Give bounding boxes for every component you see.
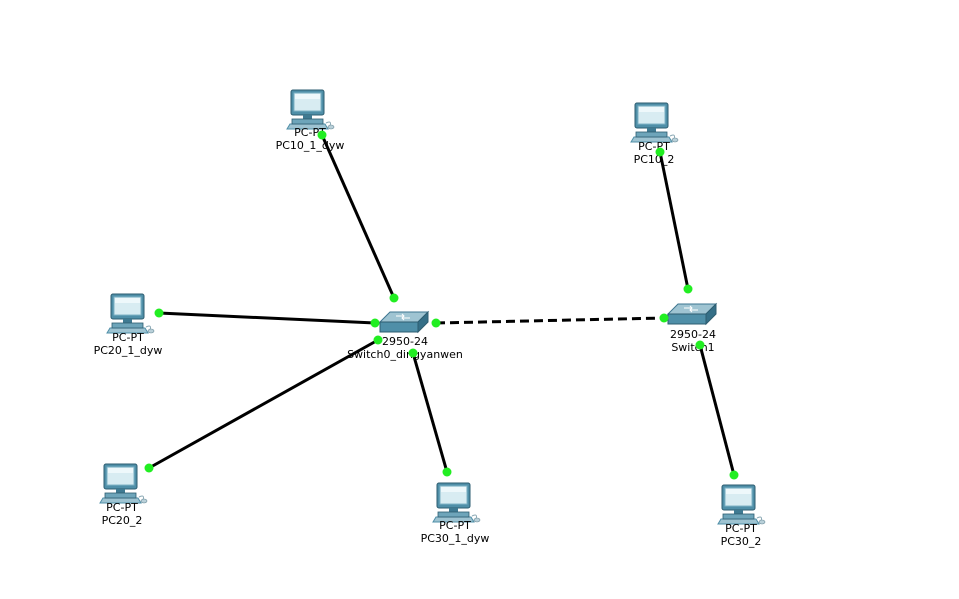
link-switch1-pc30-2[interactable]	[698, 344, 736, 476]
switch-icon	[667, 303, 717, 325]
device-type-label: 2950-24	[382, 335, 428, 348]
link-switch0-pc20-2[interactable]	[148, 338, 379, 470]
device-name-label: PC10_1_dyw	[276, 139, 345, 152]
port-light-pc10-2	[655, 147, 665, 157]
port-light-switch1-pc30-2	[695, 340, 705, 350]
links-layer	[148, 134, 736, 476]
port-light-switch0-switch1	[431, 318, 441, 328]
device-type-label: PC-PT	[112, 331, 144, 344]
switch0-device[interactable]: 2950-24 Switch0_dingyanwen	[347, 311, 463, 361]
port-light-pc20-1	[154, 308, 164, 318]
link-switch0-pc10-1[interactable]	[320, 134, 396, 299]
switch-icon	[379, 311, 429, 333]
pc10-2-device[interactable]: PC-PT PC10_2	[630, 102, 679, 166]
port-lights-layer	[144, 130, 739, 480]
device-type-label: PC-PT	[638, 140, 670, 153]
device-type-label: PC-PT	[106, 501, 138, 514]
pc20-2-device[interactable]: PC-PT PC20_2	[99, 463, 148, 527]
device-name-label: PC20_1_dyw	[94, 344, 163, 357]
pc30-2-device[interactable]: PC-PT PC30_2	[717, 484, 766, 548]
device-type-label: PC-PT	[439, 519, 471, 532]
link-switch0-pc20-1[interactable]	[158, 311, 376, 325]
port-light-switch0-pc10-1	[389, 293, 399, 303]
pc-icon	[99, 463, 148, 504]
port-light-switch1-switch0	[659, 313, 669, 323]
port-light-switch1-pc10-2	[683, 284, 693, 294]
port-light-switch0-pc20-1	[370, 318, 380, 328]
port-light-pc30-2	[729, 470, 739, 480]
port-light-pc20-2	[144, 463, 154, 473]
port-light-pc30-1	[442, 467, 452, 477]
device-name-label: PC20_2	[102, 514, 143, 527]
device-type-label: PC-PT	[725, 522, 757, 535]
port-light-pc10-1	[317, 130, 327, 140]
link-switch0-switch1[interactable]	[435, 316, 665, 325]
pc-icon	[106, 293, 155, 334]
pc10-1-device[interactable]: PC-PT PC10_1_dyw	[276, 89, 345, 152]
link-switch0-pc30-1[interactable]	[411, 352, 449, 473]
device-name-label: Switch1	[671, 341, 714, 354]
port-light-switch0-pc20-2	[373, 335, 383, 345]
device-name-label: PC30_2	[721, 535, 762, 548]
device-type-label: 2950-24	[670, 328, 716, 341]
pc-icon	[630, 102, 679, 143]
port-light-switch0-pc30-1	[408, 348, 418, 358]
pc20-1-device[interactable]: PC-PT PC20_1_dyw	[94, 293, 163, 357]
pc-icon	[432, 482, 481, 523]
device-name-label: Switch0_dingyanwen	[347, 348, 463, 361]
device-name-label: PC10_2	[634, 153, 675, 166]
link-switch1-pc10-2[interactable]	[658, 151, 690, 290]
device-name-label: PC30_1_dyw	[421, 532, 490, 545]
pc-icon	[286, 89, 335, 130]
switch1-device[interactable]: 2950-24 Switch1	[667, 303, 717, 354]
pc30-1-device[interactable]: PC-PT PC30_1_dyw	[421, 482, 490, 545]
pc-icon	[717, 484, 766, 525]
